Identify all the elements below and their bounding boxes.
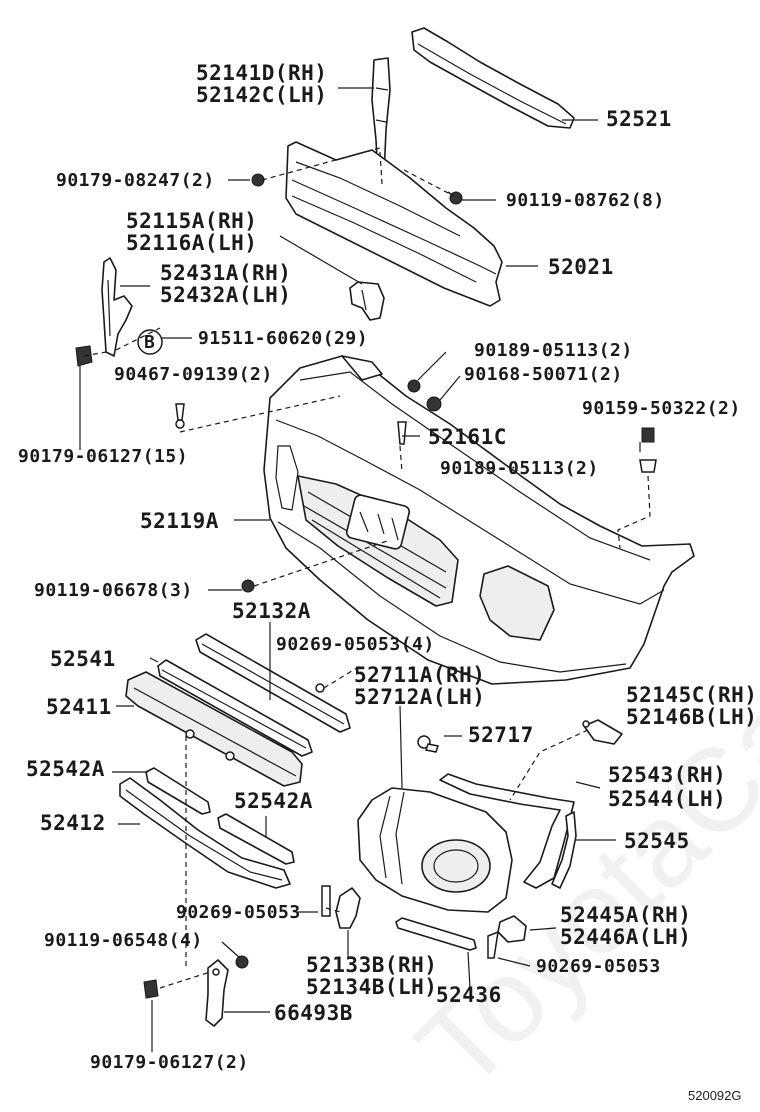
label-52021: 52021: [548, 255, 614, 279]
label-52142C: 52142C(LH): [196, 83, 327, 107]
part-52021-bumper-reinforcement[interactable]: [285, 141, 503, 307]
label-90179-06127-15: 90179-06127(15): [18, 446, 188, 467]
part-labels: 52141D(RH) 52142C(LH) 52521 90179-08247(…: [18, 61, 757, 1103]
label-52541: 52541: [50, 647, 116, 671]
label-90467-09139: 90467-09139(2): [114, 364, 273, 385]
part-52541-molding[interactable]: [157, 659, 313, 757]
fastener-90119-06678[interactable]: [241, 579, 255, 593]
label-52432A: 52432A(LH): [160, 283, 291, 307]
label-52146B: 52146B(LH): [626, 705, 757, 729]
label-90179-08247: 90179-08247(2): [56, 170, 215, 191]
label-52545: 52545: [624, 829, 690, 853]
diagram-code: 520092G: [688, 1088, 742, 1103]
part-52145C-clip[interactable]: [582, 719, 623, 745]
label-52431A: 52431A(RH): [160, 261, 291, 285]
fastener-90119-06548[interactable]: [235, 955, 249, 969]
fastener-90467-09139[interactable]: [175, 403, 185, 429]
fastener-90189-05113-b[interactable]: [639, 459, 657, 473]
part-52412-lower-grille[interactable]: [119, 777, 291, 889]
callout-b-letter: B: [144, 332, 155, 353]
leader-lines: [79, 87, 641, 1052]
label-52133B: 52133B(RH): [306, 953, 437, 977]
label-91511-60620: 91511-60620(29): [198, 328, 368, 349]
label-90179-06127-2: 90179-06127(2): [90, 1052, 249, 1073]
part-52411-grille[interactable]: [125, 671, 303, 787]
part-52115A-bracket[interactable]: [349, 281, 385, 321]
fastener-90168-50071[interactable]: [426, 396, 442, 412]
fastener-90269-05053-b[interactable]: [321, 885, 331, 917]
part-52711A-fog-lamp[interactable]: [357, 787, 513, 913]
part-52119A-bumper-cover[interactable]: [263, 355, 695, 685]
part-52717-clip[interactable]: [417, 735, 439, 753]
assembly-lines: [83, 147, 651, 989]
fastener-90269-05053-c[interactable]: [487, 930, 499, 959]
label-90168-50071: 90168-50071(2): [464, 364, 623, 385]
label-52119A: 52119A: [140, 509, 219, 533]
label-52145C: 52145C(RH): [626, 683, 757, 707]
label-52711A: 52711A(RH): [354, 663, 485, 687]
label-90119-06678: 90119-06678(3): [34, 580, 193, 601]
label-52411: 52411: [46, 695, 112, 719]
part-52542A-strip-left[interactable]: [145, 767, 211, 815]
label-90189-05113-b: 90189-05113(2): [440, 458, 599, 479]
label-90119-06548: 90119-06548(4): [44, 930, 203, 951]
fastener-90119-08762[interactable]: [447, 191, 463, 205]
part-52132A-grille-strip[interactable]: [195, 633, 351, 733]
part-52543-seal[interactable]: [439, 773, 575, 889]
part-52431A-side-bracket[interactable]: [101, 257, 133, 357]
label-52542A-right: 52542A: [234, 789, 313, 813]
label-52712A: 52712A(LH): [354, 685, 485, 709]
label-52446A: 52446A(LH): [560, 925, 691, 949]
fastener-52161C[interactable]: [397, 421, 407, 445]
label-90159-50322: 90159-50322(2): [582, 398, 741, 419]
label-52132A: 52132A: [232, 599, 311, 623]
label-90119-08762: 90119-08762(8): [506, 190, 665, 211]
label-52543: 52543(RH): [608, 763, 726, 787]
fastener-90189-05113-a[interactable]: [407, 379, 421, 393]
label-52141D: 52141D(RH): [196, 61, 327, 85]
part-66493B-bracket[interactable]: [205, 959, 229, 1027]
part-52542A-strip-right[interactable]: [217, 813, 295, 865]
label-52542A-left: 52542A: [26, 757, 105, 781]
fastener-90269-05053-a[interactable]: [315, 683, 325, 693]
part-52521-reinforcement-bar[interactable]: [411, 27, 575, 129]
label-52436: 52436: [436, 983, 502, 1007]
part-52133B-bracket[interactable]: [335, 887, 361, 929]
label-52161C: 52161C: [428, 425, 507, 449]
label-52134B: 52134B(LH): [306, 975, 437, 999]
label-52116A: 52116A(LH): [126, 231, 257, 255]
fastener-90159-50322[interactable]: [641, 427, 655, 443]
label-90269-05053-a: 90269-05053: [176, 902, 301, 923]
label-90269-05053-b: 90269-05053: [536, 956, 661, 977]
label-52717: 52717: [468, 723, 534, 747]
label-90269-05053-4: 90269-05053(4): [276, 634, 435, 655]
label-90189-05113-a: 90189-05113(2): [474, 340, 633, 361]
label-52445A: 52445A(RH): [560, 903, 691, 927]
part-52545-strip[interactable]: [551, 811, 577, 889]
fastener-90179-06127-b[interactable]: [143, 979, 159, 999]
label-52412: 52412: [40, 811, 106, 835]
label-52521: 52521: [606, 107, 672, 131]
label-52544: 52544(LH): [608, 787, 726, 811]
label-66493B: 66493B: [274, 1001, 353, 1025]
part-52436-strip[interactable]: [395, 917, 477, 951]
label-52115A: 52115A(RH): [126, 209, 257, 233]
